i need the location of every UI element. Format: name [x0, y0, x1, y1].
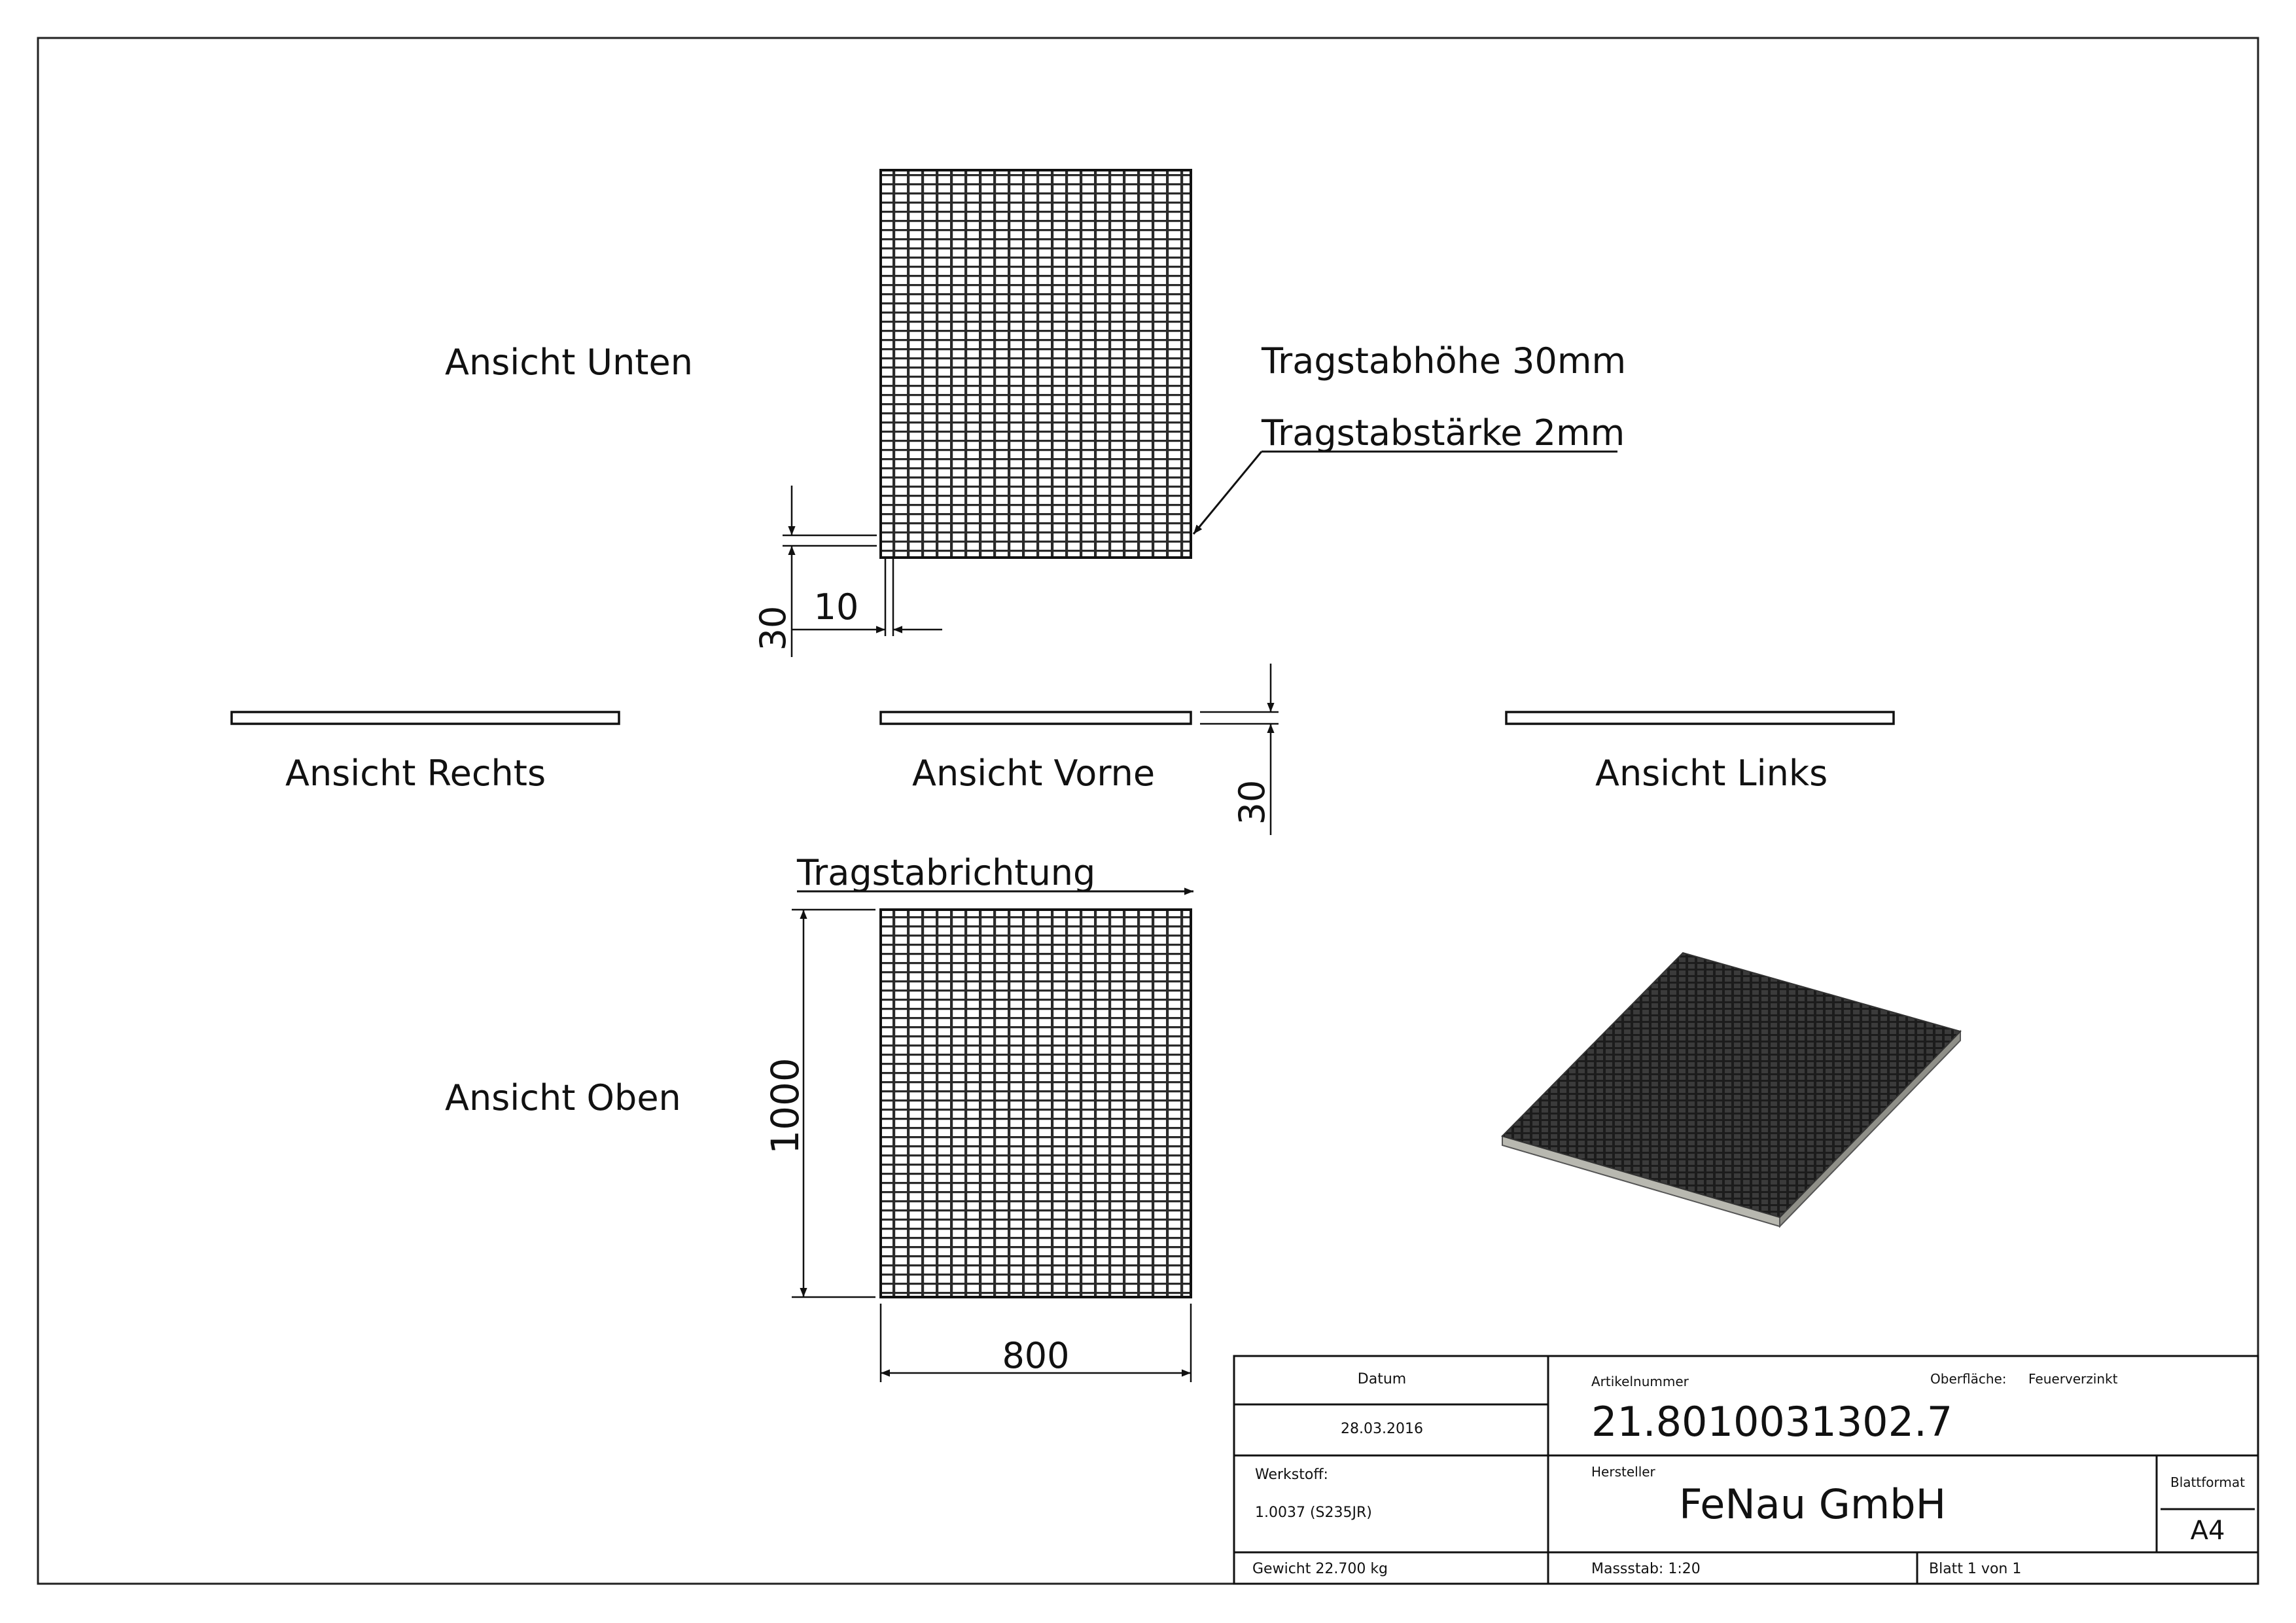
manufacturer-label: Hersteller — [1591, 1464, 1656, 1480]
format-label: Blattformat — [2170, 1474, 2245, 1490]
mesh-width-dimension — [792, 558, 942, 636]
right-view-profile — [230, 711, 620, 725]
bar-direction-label: Tragstabrichtung — [796, 852, 1095, 893]
title-block — [1233, 1355, 2259, 1585]
thickness-dimension — [1200, 664, 1279, 835]
sheet-number: Blatt 1 von 1 — [1929, 1561, 2021, 1577]
bar-thickness-note: Tragstabstärke 2mm — [1261, 412, 1625, 454]
left-view-label: Ansicht Links — [1595, 753, 1828, 794]
length-dimension — [792, 908, 875, 1298]
left-view-profile — [1505, 711, 1895, 725]
surface-value: Feuerverzinkt — [2028, 1371, 2118, 1387]
bottom-view — [879, 169, 1192, 559]
article-value: 21.8010031302.7 — [1591, 1398, 1952, 1446]
front-view-profile — [879, 711, 1192, 725]
right-view-label: Ansicht Rechts — [285, 753, 546, 794]
weight: Gewicht 22.700 kg — [1252, 1561, 1388, 1577]
date-value: 28.03.2016 — [1341, 1421, 1423, 1437]
material-value: 1.0037 (S235JR) — [1255, 1505, 1372, 1521]
mesh-height-dimension — [783, 486, 877, 657]
article-label: Artikelnummer — [1591, 1374, 1689, 1389]
mesh-height-value: 30 — [752, 606, 794, 651]
surface-label: Oberfläche: — [1930, 1371, 2007, 1387]
bottom-view-label: Ansicht Unten — [445, 342, 693, 383]
material-label: Werkstoff: — [1255, 1467, 1328, 1483]
bottom-view-grating — [879, 169, 1192, 559]
date-label: Datum — [1358, 1371, 1406, 1387]
isometric-view — [1501, 952, 1962, 1228]
width-value: 800 — [1002, 1335, 1069, 1376]
mesh-width-value: 10 — [814, 586, 859, 628]
manufacturer-value: FeNau GmbH — [1679, 1480, 1946, 1528]
top-view-grating — [879, 908, 1192, 1298]
scale: Massstab: 1:20 — [1591, 1561, 1701, 1577]
bar-thickness-leader — [1192, 451, 1263, 535]
sheet-border — [37, 37, 2259, 1585]
thickness-value: 30 — [1231, 780, 1273, 825]
width-dimension — [879, 1304, 1192, 1382]
bar-height-note: Tragstabhöhe 30mm — [1261, 340, 1626, 382]
length-value: 1000 — [763, 1058, 807, 1154]
top-view-label: Ansicht Oben — [445, 1077, 681, 1118]
format-value: A4 — [2191, 1516, 2225, 1546]
front-view-label: Ansicht Vorne — [912, 753, 1155, 794]
